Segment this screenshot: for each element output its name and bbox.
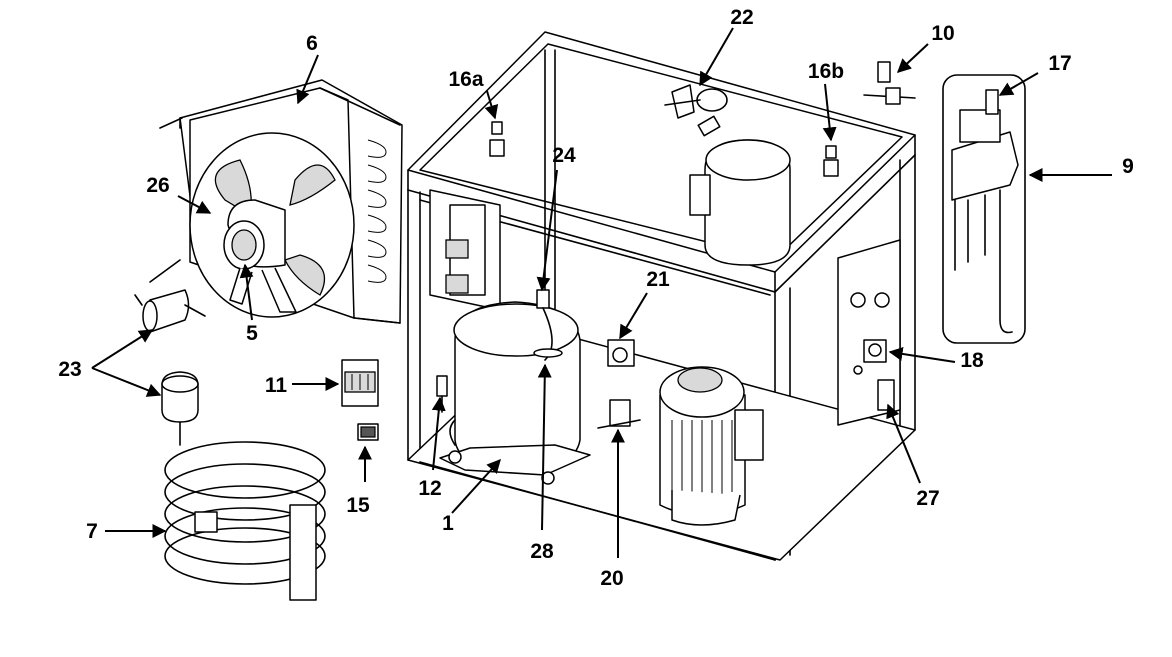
callout-11: 11 xyxy=(265,374,288,397)
rear-motor xyxy=(689,139,791,266)
callout-22: 22 xyxy=(730,6,753,29)
drier xyxy=(134,289,206,333)
callout-15: 15 xyxy=(346,494,370,517)
valve-22 xyxy=(664,84,728,137)
rocker-switch xyxy=(357,423,379,441)
callout-23: 23 xyxy=(58,358,81,381)
condenser xyxy=(149,79,403,324)
callout-20: 20 xyxy=(600,567,623,590)
valve-20 xyxy=(597,399,641,429)
valve-18 xyxy=(863,339,887,363)
reservoir-assembly xyxy=(942,74,1026,344)
contactor xyxy=(341,359,379,407)
callout-24: 24 xyxy=(552,144,576,167)
callout-5: 5 xyxy=(246,322,258,345)
control-box xyxy=(429,189,501,311)
callout-18: 18 xyxy=(960,349,984,372)
callout-27: 27 xyxy=(916,487,939,510)
pump-motor xyxy=(659,366,764,526)
callout-26: 26 xyxy=(146,174,169,197)
callout-10: 10 xyxy=(931,22,954,45)
callout-6: 6 xyxy=(306,32,318,55)
callout-1: 1 xyxy=(442,512,454,535)
callout-21: 21 xyxy=(646,268,670,291)
callout-12: 12 xyxy=(418,477,441,500)
callout-16a: 16a xyxy=(448,68,483,91)
valve-27 xyxy=(877,379,895,411)
leaders xyxy=(91,27,1112,558)
switch-16a xyxy=(489,121,505,157)
capillary-tube xyxy=(533,289,563,361)
compressor xyxy=(439,301,591,485)
callout-7: 7 xyxy=(86,520,98,543)
switch-16b xyxy=(823,145,839,177)
valve-10 xyxy=(863,61,916,105)
side-panel xyxy=(837,239,901,426)
accumulator xyxy=(161,371,199,446)
callout-17: 17 xyxy=(1048,52,1071,75)
callout-9: 9 xyxy=(1122,155,1134,178)
callout-16b: 16b xyxy=(808,60,844,83)
valve-21 xyxy=(607,339,635,367)
callout-28: 28 xyxy=(530,540,554,563)
coil xyxy=(164,441,326,601)
